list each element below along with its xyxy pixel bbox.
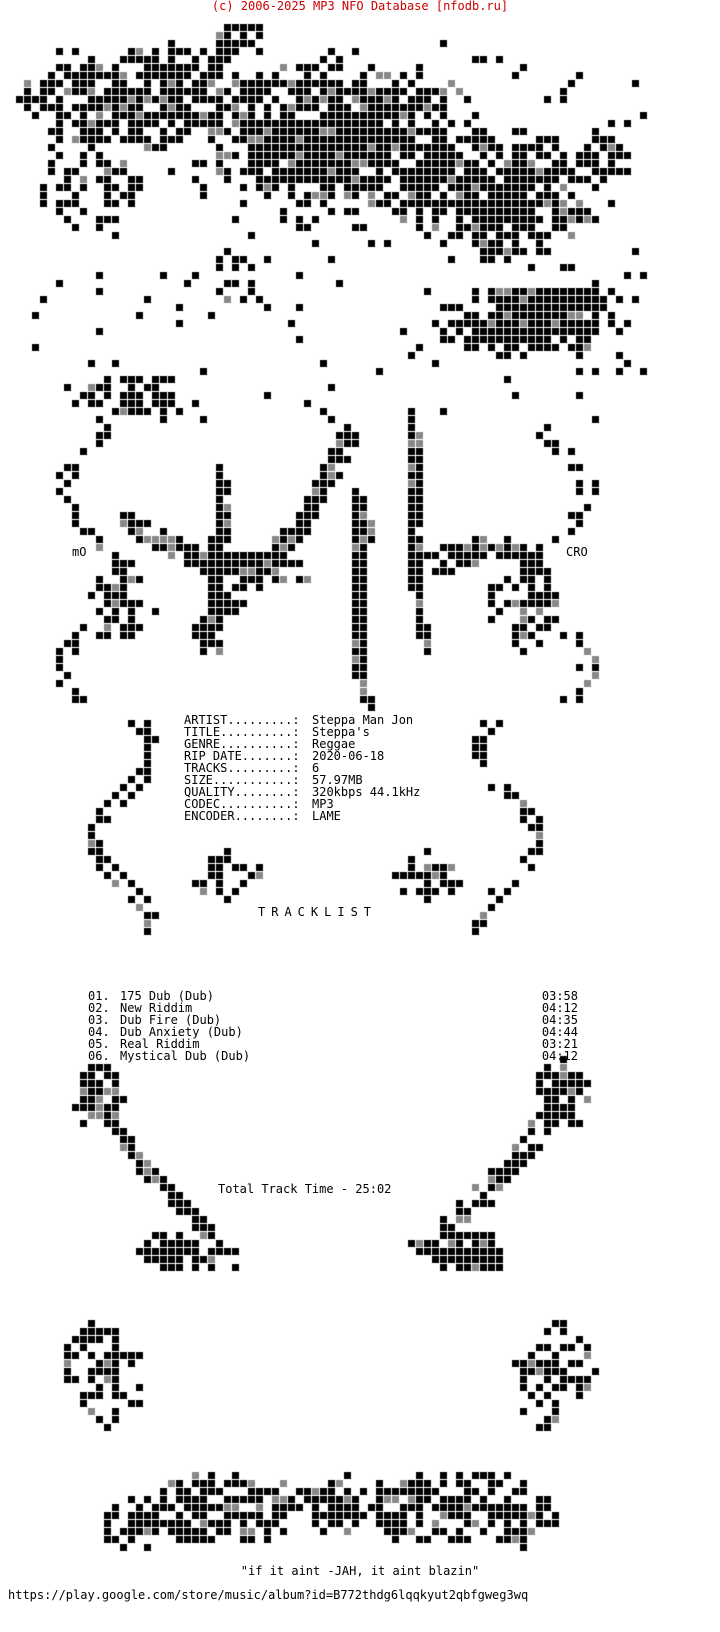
- info-key: TITLE..........:: [184, 725, 300, 739]
- track-row: 01. 175 Dub (Dub) 03:58: [88, 990, 578, 1002]
- info-key: ENCODER........:: [184, 809, 300, 823]
- info-row: QUALITY........: 320kbps 44.1kHz: [184, 786, 420, 798]
- info-key: CODEC..........:: [184, 797, 300, 811]
- track-number: 03.: [88, 1013, 110, 1027]
- info-row: ENCODER........: LAME: [184, 810, 420, 822]
- closing-quote: "if it aint -JAH, it aint blazin": [240, 1564, 480, 1578]
- info-value: MP3: [312, 797, 334, 811]
- track-time: 03:21: [541, 1037, 578, 1051]
- info-value: LAME: [312, 809, 341, 823]
- total-track-time: Total Track Time - 25:02: [218, 1182, 392, 1196]
- info-row: TRACKS.........: 6: [184, 762, 420, 774]
- info-key: SIZE...........:: [184, 773, 300, 787]
- track-row: 06. Mystical Dub (Dub) 04:12: [88, 1050, 578, 1062]
- track-title: Real Riddim: [120, 1037, 200, 1051]
- info-row: RIP DATE.......: 2020-06-18: [184, 750, 420, 762]
- track-time: 04:12: [541, 1001, 578, 1015]
- track-time: 04:12: [541, 1049, 578, 1063]
- track-title: Mystical Dub (Dub): [120, 1049, 251, 1063]
- info-key: ARTIST.........:: [184, 713, 300, 727]
- track-time: 04:35: [541, 1013, 578, 1027]
- track-row: 05. Real Riddim 03:21: [88, 1038, 578, 1050]
- copyright-banner: (c) 2006-2025 MP3 NFO Database [nfodb.ru…: [211, 0, 509, 13]
- track-title: Dub Anxiety (Dub): [120, 1025, 243, 1039]
- info-value: 2020-06-18: [312, 749, 385, 763]
- info-row: GENRE..........: Reggae: [184, 738, 420, 750]
- track-number: 04.: [88, 1025, 110, 1039]
- track-number: 06.: [88, 1049, 110, 1063]
- info-value: Steppa Man Jon: [312, 713, 414, 727]
- info-key: TRACKS.........:: [184, 761, 300, 775]
- info-value: 320kbps 44.1kHz: [312, 785, 421, 799]
- info-row: TITLE..........: Steppa's: [184, 726, 420, 738]
- info-key: QUALITY........:: [184, 785, 300, 799]
- info-value: 57.97MB: [312, 773, 363, 787]
- track-time: 03:58: [541, 989, 578, 1003]
- tracklist-heading: TRACKLIST: [258, 905, 378, 919]
- track-row: 03. Dub Fire (Dub) 04:35: [88, 1014, 578, 1026]
- info-row: ARTIST.........: Steppa Man Jon: [184, 714, 420, 726]
- track-number: 02.: [88, 1001, 110, 1015]
- track-number: 01.: [88, 989, 110, 1003]
- track-time: 04:44: [541, 1025, 578, 1039]
- info-key: RIP DATE.......:: [184, 749, 300, 763]
- info-value: 6: [312, 761, 320, 775]
- group-tag-left: mO: [72, 545, 87, 559]
- info-row: CODEC..........: MP3: [184, 798, 420, 810]
- track-title: 175 Dub (Dub): [120, 989, 214, 1003]
- group-tag-right: CRO: [566, 545, 588, 559]
- track-row: 04. Dub Anxiety (Dub) 04:44: [88, 1026, 578, 1038]
- track-row: 02. New Riddim 04:12: [88, 1002, 578, 1014]
- info-value: Steppa's: [312, 725, 370, 739]
- info-row: SIZE...........: 57.97MB: [184, 774, 420, 786]
- info-value: Reggae: [312, 737, 356, 751]
- track-title: New Riddim: [120, 1001, 193, 1015]
- info-key: GENRE..........:: [184, 737, 300, 751]
- album-link[interactable]: https://play.google.com/store/music/albu…: [8, 1588, 529, 1602]
- track-number: 05.: [88, 1037, 110, 1051]
- track-title: Dub Fire (Dub): [120, 1013, 222, 1027]
